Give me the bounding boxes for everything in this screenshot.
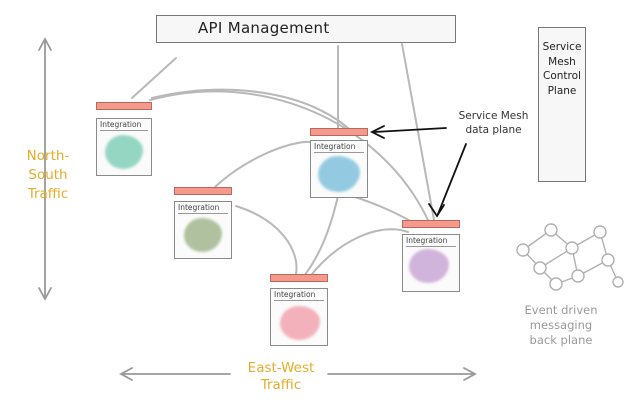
integration-blob [184, 218, 222, 252]
sidecar-proxy [402, 220, 460, 228]
sidecar-proxy [96, 102, 152, 110]
data-plane-arrows [369, 125, 467, 218]
integration-node-4: Integration [402, 220, 460, 292]
integration-node-1: Integration [96, 102, 152, 176]
api-management-box [156, 15, 456, 43]
event-backplane-line: Event driven [524, 303, 598, 317]
sidecar-proxy [174, 187, 232, 195]
connector-int1-to-int2 [151, 88, 349, 129]
event-backplane-line: messaging [529, 318, 593, 332]
east-west-line: East-West [247, 360, 315, 376]
control-plane-line: Plane [547, 84, 577, 97]
integration-card: Integration [402, 234, 460, 292]
integration-label: Integration [178, 203, 228, 214]
event-backplane-line: back plane [529, 333, 593, 347]
integration-blob [105, 135, 143, 169]
integration-label: Integration [100, 120, 148, 131]
control-plane-box [538, 27, 586, 182]
connector-int1-to-int4 [149, 90, 429, 221]
integration-card: Integration [270, 288, 328, 346]
integration-blob [409, 249, 449, 283]
integration-card: Integration [96, 118, 152, 176]
integration-card: Integration [174, 201, 232, 259]
connector-int3-to-int5 [235, 205, 298, 275]
event-mesh-network [516, 223, 624, 291]
sidecar-proxy [310, 128, 368, 136]
north-south-line: North-South [26, 148, 70, 183]
integration-node-3: Integration [174, 187, 232, 259]
connector-api-to-int1 [131, 57, 177, 99]
connector-int3-to-int2 [207, 140, 313, 195]
north-south-line: Traffic [27, 186, 69, 202]
east-west-line: Traffic [260, 377, 302, 393]
control-plane-line: Service [542, 41, 582, 53]
api-management-label: API Management [198, 19, 330, 37]
integration-card: Integration [310, 140, 368, 198]
east-west-arrow [119, 367, 477, 381]
control-plane-line: Mesh [548, 55, 576, 68]
integration-label: Integration [406, 236, 456, 247]
connector-int2-to-int4 [351, 195, 413, 223]
control-plane-label: Service Mesh Control Plane [540, 40, 584, 98]
north-south-traffic-label: North-South Traffic [8, 147, 88, 204]
integration-label: Integration [314, 142, 364, 153]
data-plane-line: Service Mesh [458, 110, 529, 122]
event-backplane-label: Event driven messaging back plane [506, 303, 616, 348]
integration-label: Integration [274, 290, 324, 301]
north-south-arrow [38, 37, 52, 301]
data-plane-label: Service Mesh data plane [446, 109, 541, 137]
east-west-traffic-label: East-West Traffic [226, 360, 336, 394]
integration-blob [318, 156, 360, 192]
integration-blob [280, 306, 320, 340]
connector-int5-to-int4 [311, 228, 409, 275]
integration-node-5: Integration [270, 274, 328, 346]
connector-api-to-int4 [401, 43, 435, 221]
integration-node-2: Integration [310, 128, 368, 198]
control-plane-line: Control [543, 70, 581, 82]
data-plane-line: data plane [465, 124, 522, 136]
sidecar-proxy [270, 274, 328, 282]
connector-int2-to-int5 [303, 195, 339, 277]
